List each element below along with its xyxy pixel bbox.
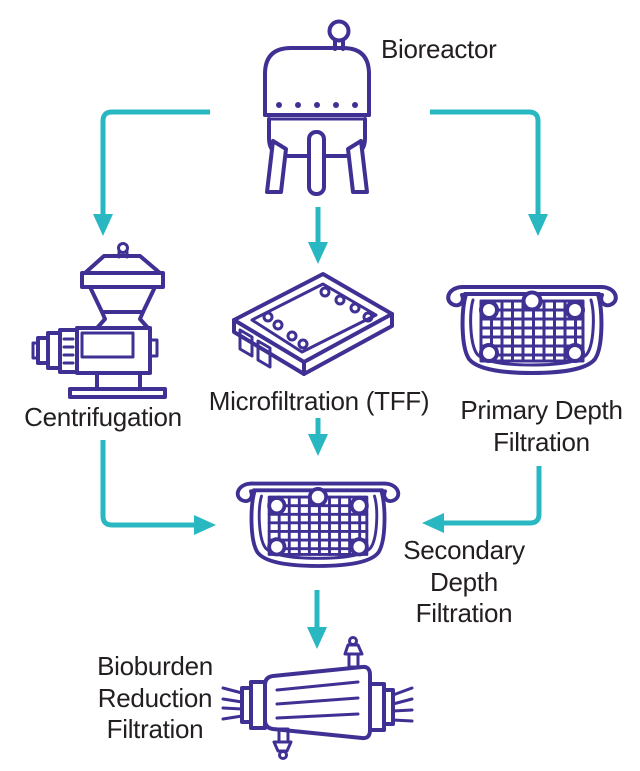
primary-depth-filtration-label: Primary Depth Filtration xyxy=(460,395,623,457)
tff-cassette-icon xyxy=(232,272,394,376)
arrow-bioreactor-to-primary-depth xyxy=(430,109,548,236)
secondary-depth-filter-icon xyxy=(235,481,401,568)
microfiltration-label: Microfiltration (TFF) xyxy=(208,386,430,416)
primary-depth-filter-icon xyxy=(446,285,618,375)
arrow-centrifugation-to-secondary-depth xyxy=(100,440,216,535)
bioreactor-icon xyxy=(263,19,371,196)
arrow-bioreactor-to-centrifugation xyxy=(93,109,210,236)
bioburden-filter-icon xyxy=(221,636,414,760)
arrow-primary-depth-to-secondary-depth xyxy=(422,466,542,533)
centrifugation-label: Centrifugation xyxy=(24,402,182,432)
bioreactor-label: Bioreactor xyxy=(381,34,497,64)
secondary-depth-filtration-label: Secondary Depth Filtration xyxy=(403,535,525,629)
centrifuge-icon xyxy=(31,242,167,399)
bioburden-reduction-filtration-label: Bioburden Reduction Filtration xyxy=(97,651,213,745)
